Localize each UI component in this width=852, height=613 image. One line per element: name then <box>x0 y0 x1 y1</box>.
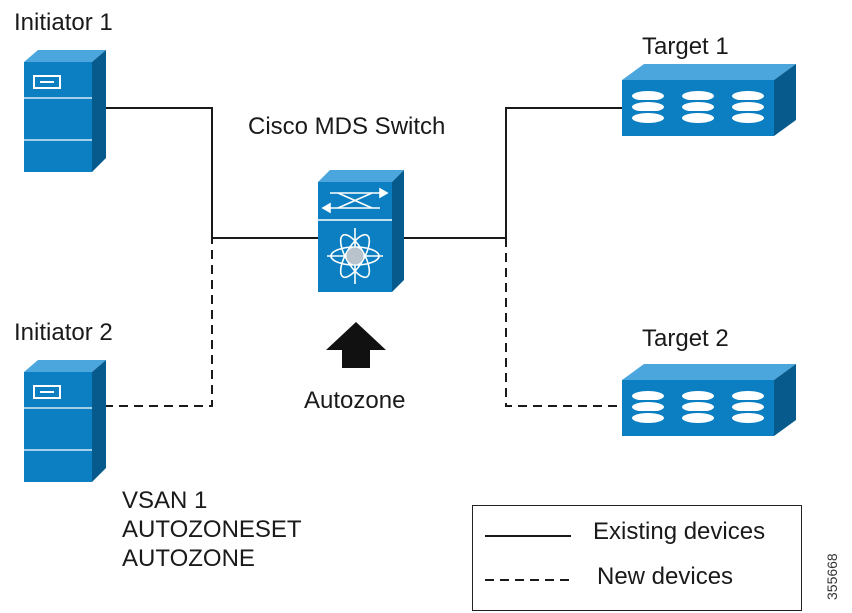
zone-line: AUTOZONE <box>122 545 255 572</box>
mds-switch-icon <box>318 170 404 292</box>
new-connections <box>104 238 622 407</box>
switch-label: Cisco MDS Switch <box>248 113 446 140</box>
legend-new-label: New devices <box>597 563 734 590</box>
initiator2-server-icon <box>24 360 106 482</box>
vsan-line: VSAN 1 <box>122 487 208 514</box>
initiator2-link <box>104 238 213 407</box>
legend-swatches <box>485 535 571 581</box>
initiator1-link <box>100 107 318 239</box>
autozone-arrow-icon <box>326 322 386 368</box>
legend: Existing devices New devices <box>472 505 802 611</box>
existing-connections <box>100 107 622 239</box>
target1-label: Target 1 <box>642 33 729 60</box>
autozone-label: Autozone <box>304 387 406 414</box>
initiator1-server-icon <box>24 50 106 172</box>
zoneset-line: AUTOZONESET <box>122 516 302 543</box>
target1-storage-icon <box>622 64 796 136</box>
target1-link <box>400 107 622 239</box>
initiator1-label: Initiator 1 <box>14 9 113 36</box>
figure-id: 355668 <box>824 553 840 600</box>
target2-label: Target 2 <box>642 325 729 352</box>
vsan-info: VSAN 1 AUTOZONESET AUTOZONE <box>122 486 302 573</box>
initiator2-label: Initiator 2 <box>14 319 113 346</box>
target2-link <box>505 238 622 407</box>
target2-storage-icon <box>622 364 796 436</box>
legend-existing-label: Existing devices <box>593 518 766 545</box>
